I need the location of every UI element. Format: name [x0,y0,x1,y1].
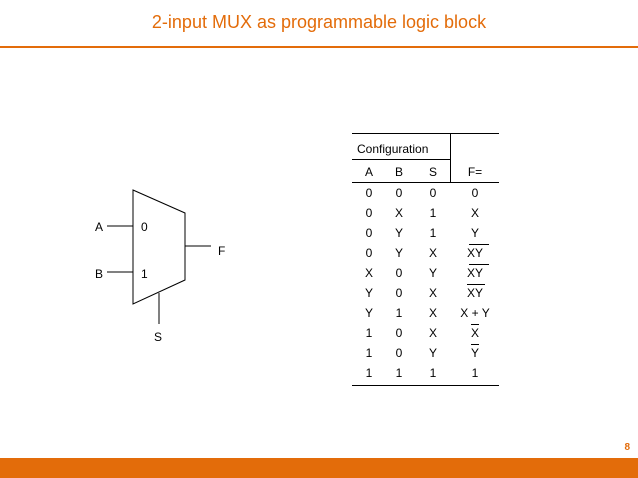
cell-f-text: X [470,324,480,340]
cell-a: X [364,266,373,280]
cell-s: 1 [429,366,437,380]
col-header-a: A [364,165,373,179]
cell-b: 1 [395,306,403,320]
cell-b: 0 [395,286,403,300]
port-0-label: 0 [141,220,148,234]
cell-b: 0 [395,346,403,360]
col-header-s: S [428,165,437,179]
col-header-f: F= [467,165,483,179]
configuration-underline [352,159,450,160]
input-b-label: B [95,267,104,281]
cell-s: 1 [429,226,437,240]
col-header-b: B [394,165,403,179]
header-rule [352,182,499,183]
cell-f: 1 [471,366,479,380]
cell-s: X [428,286,437,300]
port-1-label: 1 [141,267,148,281]
cell-a: 1 [365,366,373,380]
cell-s: X [428,306,437,320]
cell-s: Y [428,346,437,360]
cell-a: 1 [365,326,373,340]
cell-s: X [428,246,437,260]
cell-s: X [428,326,437,340]
mux-body [132,189,186,305]
output-f-label: F [218,244,226,258]
cell-a: Y [364,306,373,320]
cell-f: XY [460,264,490,280]
configuration-header: Configuration [357,142,429,156]
cell-a: Y [364,286,373,300]
cell-f: X [460,324,490,340]
cell-b: X [394,206,403,220]
table-bottom-rule [352,385,499,386]
cell-a: 0 [365,186,373,200]
cell-a: 0 [365,206,373,220]
slide-title: 2-input MUX as programmable logic block [151,12,487,32]
cell-f: XY [460,284,490,300]
cell-s: 1 [429,206,437,220]
cell-b: 0 [395,266,403,280]
cell-f-text: XY [466,264,490,280]
select-s-label: S [154,330,163,344]
cell-f-text: Y [470,344,480,360]
input-a-label: A [95,220,104,234]
cell-f: X [470,206,479,220]
cell-a: 0 [365,226,373,240]
cell-a: 1 [365,346,373,360]
cell-b: Y [394,246,403,260]
cell-b: 0 [395,326,403,340]
cell-s: Y [428,266,437,280]
cell-b: 1 [395,366,403,380]
footer-bar [0,458,638,478]
page-number: 8 [624,442,630,453]
cell-f: 0 [471,186,479,200]
cell-b: Y [394,226,403,240]
cell-s: 0 [429,186,437,200]
cell-b: 0 [395,186,403,200]
cell-f-text: XY [466,284,486,300]
cell-f: Y [460,344,490,360]
cell-f: X + Y [460,306,490,320]
table-column-divider [450,133,451,182]
cell-a: 0 [365,246,373,260]
table-top-rule [352,133,499,134]
cell-f: Y [470,226,479,240]
cell-f-text: XY [466,244,490,260]
title-divider [0,46,638,48]
cell-f: XY [460,244,490,260]
